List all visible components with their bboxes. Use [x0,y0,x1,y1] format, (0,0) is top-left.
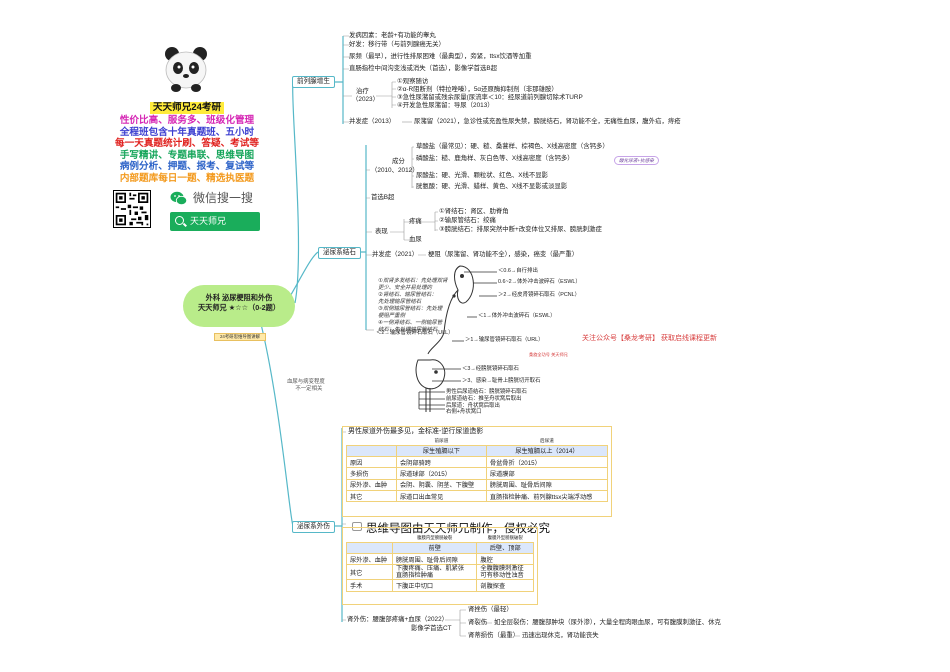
prostate-complication: 尿潴留（2021），急诊性或充盈性尿失禁，膀胱结石，肾功能不全，无痛性血尿，腹外… [414,118,681,125]
stone-comp-label: 成分 [392,158,405,165]
stone-hematuria: 血尿 [409,236,422,243]
panda-mascot-icon [165,47,207,92]
trauma-heading: 男性尿道外伤最多见，金标准-逆行尿道造影 [348,428,484,435]
red-annotation: 关注公众号【桑龙考研】 获取启线课程更新 [582,335,717,342]
stone-treatment-notes: ①双肾多发结石：先处理双肾 更少、安全并易处理的 ②肾结石、输尿管结石： 先处理… [378,278,448,333]
prostate-item: 发病因素：老龄+有功能的睾丸 [349,32,436,39]
table-row: 前尿道 后尿道 [434,437,554,443]
root-note-badge: 24考研思维导图讲解 [214,333,266,341]
prostate-treat-year: （2023） [352,96,379,103]
prostate-item: 直肠指检中间沟变浅或消失（首选），影像学首选B超 [349,65,498,72]
urethra-injury-table: 前尿道 后尿道 尿生殖膈以下尿生殖膈以上（2014） 原因会阴部骑跨骨盆骨折（2… [346,437,609,503]
annotation-bubble: 酸化尿液+抗感染 [614,156,659,165]
table-row: 多损伤尿道球部（2015）尿道膜部 [346,467,609,480]
stone-tier: ＞1→输尿管镜碎石取石（URL） [465,337,544,343]
prostate-treat-item: ④开发急性尿潴留：导尿（2013） [397,102,494,109]
root-subtitle: 天天师兄 ★☆☆（0-2题） [197,302,281,312]
table-row: 尿外渗、血肿会阴、阴囊、阴茎、下腹壁膀胱周围、耻骨后间隙 [346,478,609,492]
stone-tier: ＜3→经膀胱镜碎石取石 [462,366,519,372]
stone-comp-item: 磷酸盐：糙、鹿角样、灰白色等、X线高密度（含钙多） [416,155,574,162]
stone-first-choice: 首选B超 [371,194,395,201]
table-header-row: 尿生殖膈以下尿生殖膈以上（2014） [346,444,609,457]
kidney-injury-label: 肾外伤：腰腹部疼痛+血尿（2022） [347,616,449,623]
prostate-item: 尿频（最早），进行性排尿困难（最典型），旁紧，ttsx饮酒等加重 [349,53,532,60]
stone-comp-item: 胱氨酸：硬、光滑、蜡样、黄色、X线不显影或淡显影 [416,183,568,190]
stone-comp-year: （2010、2012） [371,167,419,174]
stone-tier: ＜1→体外冲击波碎石（ESWL） [478,313,556,319]
urinary-tract-illustration [415,265,474,412]
kidney-injury-detail: 迅速出现休克，肾功能丧失 [522,632,599,639]
prostate-treat-item: ②α-R阻断剂（特拉唑嗪），5α还原酶抑制剂（非那雄胺） [397,86,558,93]
promo-line: 手写精讲、专题串联、思维导图 [119,149,255,161]
urethra-table-frame [342,426,612,517]
prostate-complication-label: 并发症（2013） [349,118,396,125]
table-row: 其它下腹疼痛、压痛、肌紧张 直肠指检肿痛全腹腹膜刺激征 可有移动性浊音 [346,564,534,581]
stone-symptom-label: 表现 [375,228,388,235]
prostate-treat-label: 治疗 [356,88,369,95]
stone-tier: ＞3、感染→耻骨上膀胱切开取石 [462,378,541,384]
copyright-watermark: 思维导图由天天师兄制作，侵权必究 [352,520,550,536]
stone-complication-label: 并发症（2021） [372,251,419,258]
bladder-note: 后尿道：舟状窝后取出 [446,403,500,409]
promo-line: 每一天真题统计刷、答疑、考试等 [115,138,259,150]
kidney-injury-detail: 如全层裂伤：腰腹部肿块（尿外渗），大量全程肉眼血尿，可有腹膜刺激征、休克 [494,619,721,626]
stone-comp-item: 草酸盐（最常见）：硬、糙、桑葚样、棕褐色、X线高密度（含钙多） [416,143,609,150]
bladder-note: 男性后尿道结石：膀胱镜碎石取石 [446,389,527,395]
note-icon [352,522,362,531]
root-topic[interactable]: 外科 泌尿梗阻和外伤 天天师兄 ★☆☆（0-2题） [183,285,295,327]
table-row: 尿外渗、血肿膀胱周围、耻骨后间隙腹腔 [346,552,534,566]
wechat-icon [170,191,187,206]
stone-tier: ＜0.6→自行排出 [498,268,538,274]
promo-line: 内部题库每日一题、精选执医题 [119,172,255,184]
table-row: 原因会阴部骑跨骨盆骨折（2015） [346,455,609,469]
bladder-note: 右侧+舟状窝口 [446,409,482,415]
promo-line: 病例分析、押题、报考、复试等 [119,161,255,173]
kidney-injury-type: 肾蒂损伤（最重） [468,632,520,639]
kidney-injury-type: 肾裂伤 [468,619,488,626]
stone-pain-item: ②输尿管结石：绞痛 [439,217,496,224]
stone-tier: ＞2→经皮肾镜碎石取石（PCNL） [498,292,581,298]
stone-pain-item: ③膀胱结石：排尿突然中断+改变体位又排尿、膀胱刺激症 [439,226,602,233]
prostate-item: 好发：移行带（与前列腺癌无关） [349,41,445,48]
branch-prostate[interactable]: 前列腺增生 [292,76,335,88]
wechat-search-label: 微信搜一搜 [193,191,254,205]
prostate-treat-item: ①观察随访 [397,78,429,85]
bladder-rupture-table: 腹膜内型膀胱破裂 腹膜外型膀胱破裂 前壁后壁、顶部 尿外渗、血肿膀胱周围、耻骨后… [346,534,534,592]
search-icon [175,216,184,225]
promo-line: 性价比高、服务多、班级化管理 [119,115,255,126]
kidney-injury-imaging: 影像学首选CT [411,625,452,632]
stone-ureter-note: ＜2→输尿管镜碎石取石（ULL） [376,330,454,336]
qr-code-icon [113,190,151,228]
table-row: 其它尿道口出血常见直肠指检肿痛、前列腺ttsx尖端浮动感 [346,490,609,503]
table-row: 手术下腹正中切口剖腹探查 [346,579,534,592]
promo-line: 天天师兄24考研 [149,102,225,114]
stone-pain-label: 疼痛 [409,218,422,225]
search-text: 天天师兄 [190,216,227,226]
link-note: 血尿与病变程度不一定相关 [287,379,325,392]
bladder-note: 前尿道结石：推至舟状窝后取出 [446,396,522,402]
table-header-row: 前壁后壁、顶部 [346,541,534,554]
prostate-treat-item: ③急性尿潴留或残余尿量(尿流率＜10：经尿道前列腺切除术TURP [397,94,583,101]
red-stamp: 桑旋全功号 关天师兄 [529,352,568,357]
table-row: 腹膜内型膀胱破裂 腹膜外型膀胱破裂 [417,534,523,540]
promo-block: 天天师兄24考研 性价比高、服务多、班级化管理 全程班包含十年真题班、五小时 每… [112,97,262,185]
stone-comp-item: 尿酸盐：硬、光滑、颗粒状、红色、X线不显影 [416,172,549,179]
stone-tier: 0.6~2→体外冲击波碎石（ESWL） [498,279,581,285]
branch-urinary-stone[interactable]: 泌尿系结石 [318,247,361,259]
kidney-injury-type: 肾挫伤（最轻） [468,606,513,613]
wechat-search-button[interactable]: 天天师兄 [170,212,260,231]
stone-pain-item: ①肾结石：肾区、肋脊角 [439,208,509,215]
bladder-table-frame [342,527,538,605]
branch-urinary-trauma[interactable]: 泌尿系外伤 [292,521,335,533]
stone-complication: 梗阻（尿潴留、肾功能不全），感染，癌变（最严重） [428,251,579,258]
root-title: 外科 泌尿梗阻和外伤 [205,293,273,302]
promo-line: 全程班包含十年真题班、五小时 [119,126,255,138]
